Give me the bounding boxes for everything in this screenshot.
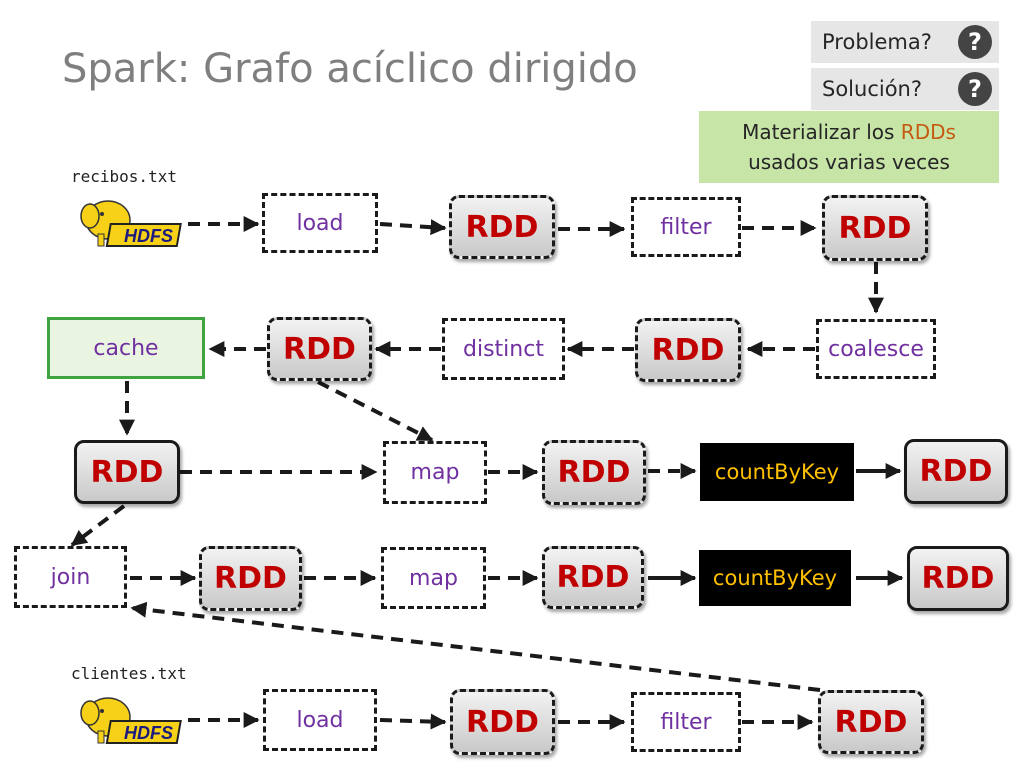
node-cache: cache [47, 317, 205, 379]
node-rdd-9: RDD [542, 546, 644, 609]
solution-button[interactable]: Solución? ? [811, 68, 999, 110]
node-rdd-3: RDD [635, 318, 741, 382]
hdfs-logo-icon: HDFS [80, 697, 182, 744]
edge-rdd5-join [70, 504, 126, 547]
node-load-clientes: load [263, 689, 377, 751]
solution-text-line2: usados varias veces [748, 150, 950, 174]
node-distinct: distinct [442, 318, 565, 380]
edge-load2-rdd11 [379, 713, 447, 730]
help-icon: ? [958, 25, 992, 59]
node-rdd-6: RDD [542, 440, 646, 505]
node-rdd-2: RDD [822, 195, 928, 261]
file-label-clientes: clientes.txt [71, 664, 187, 683]
node-rdd-7: RDD [904, 439, 1008, 504]
page-title: Spark: Grafo acíclico dirigido [62, 46, 638, 92]
node-countbykey-1: countByKey [700, 443, 854, 501]
node-rdd-4: RDD [267, 317, 372, 381]
solution-button-label: Solución? [822, 77, 923, 101]
node-filter-recibos: filter [631, 197, 741, 257]
node-map-1: map [383, 441, 487, 504]
hdfs-logo-text: HDFS [124, 723, 173, 743]
node-rdd-8: RDD [199, 546, 302, 611]
solution-text-line1: Materializar los [742, 120, 901, 144]
edge-rdd12-join [130, 601, 821, 692]
node-rdd-1: RDD [449, 195, 555, 259]
problem-button-label: Problema? [822, 30, 932, 54]
node-countbykey-2: countByKey [699, 550, 851, 606]
node-rdd-10: RDD [907, 546, 1009, 611]
hdfs-logo-text: HDFS [124, 226, 173, 246]
problem-button[interactable]: Problema? ? [811, 21, 999, 63]
node-rdd-11: RDD [450, 689, 555, 755]
node-rdd-5: RDD [74, 440, 180, 504]
edge-rdd4-map1 [317, 380, 434, 442]
node-load-recibos: load [262, 193, 378, 253]
node-join: join [14, 546, 127, 608]
edge-load1-rdd1 [379, 219, 447, 236]
solution-box: Materializar los RDDs usados varias vece… [699, 111, 999, 183]
hdfs-logo-icon: HDFS [80, 200, 182, 247]
solution-text-highlight: RDDs [900, 120, 956, 144]
node-map-2: map [381, 547, 486, 609]
node-rdd-12: RDD [818, 690, 924, 754]
node-filter-clientes: filter [631, 692, 741, 752]
node-coalesce: coalesce [816, 319, 936, 379]
help-icon: ? [958, 72, 992, 106]
file-label-recibos: recibos.txt [71, 167, 177, 186]
